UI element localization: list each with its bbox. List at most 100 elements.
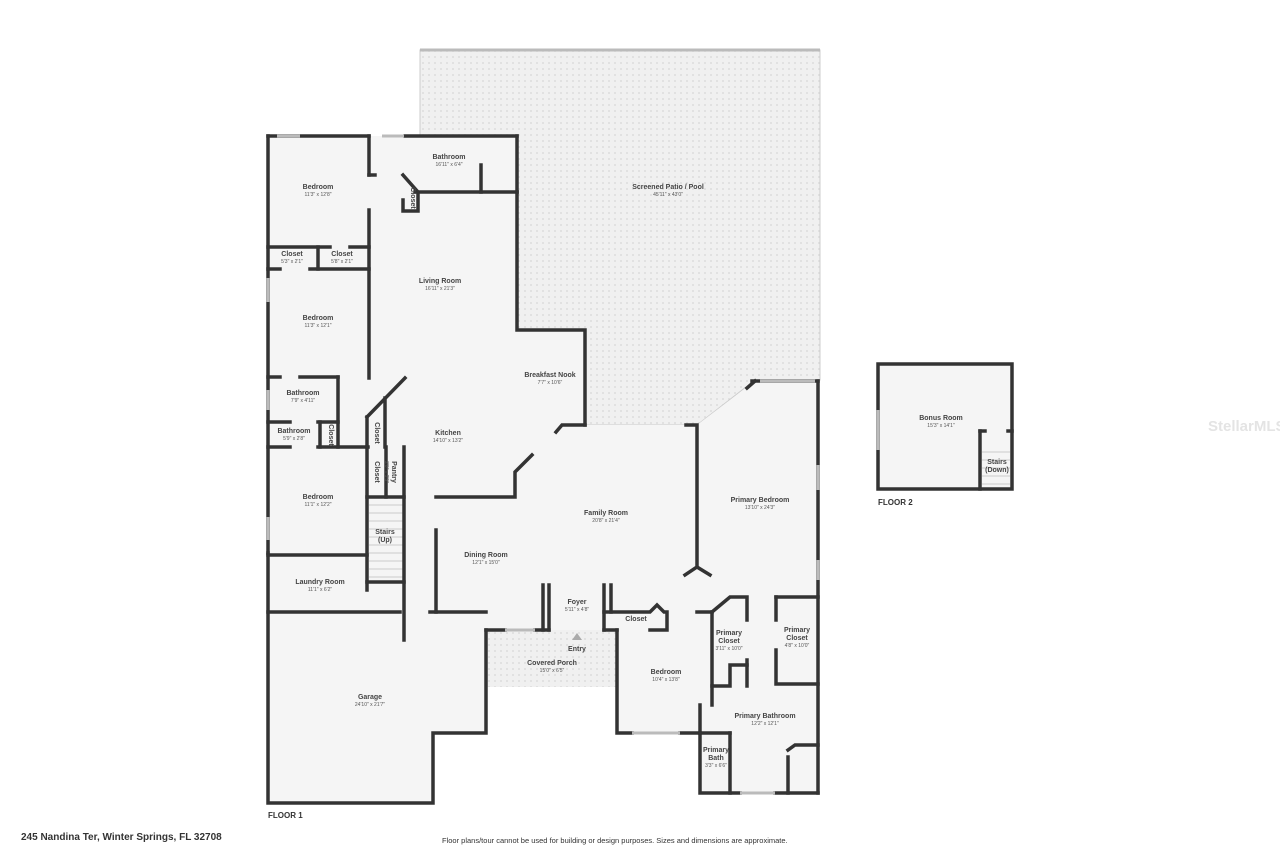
room-label: Stairs(Up) <box>375 529 395 544</box>
room-dimensions: 4'8" x 10'0" <box>785 643 810 649</box>
room-dimensions: 16'11" x 21'3" <box>425 286 455 292</box>
wall <box>400 172 420 213</box>
room-dimensions: 3'11" x 10'0" <box>715 646 742 652</box>
wall <box>553 423 587 435</box>
room-dimensions: 12'2" x 12'1" <box>751 721 779 727</box>
room-dimensions: 11'1" x 12'2" <box>304 502 331 508</box>
wall <box>694 564 713 578</box>
room-name: Closet <box>331 251 353 258</box>
room-dimensions: 10'4" x 13'8" <box>652 677 680 683</box>
room-label: Stairs(Down) <box>985 459 1009 474</box>
room-name: Bathroom <box>277 428 310 435</box>
room-dimensions: 3'3" x 6'6" <box>705 763 727 769</box>
wall <box>678 731 742 795</box>
room-dimensions: 11'1" x 6'2" <box>308 587 332 593</box>
room-dimensions: 15'3" x 14'1" <box>927 423 955 429</box>
covered-porch-floor <box>486 630 617 687</box>
room-name: Primary Bathroom <box>734 713 795 720</box>
room-dimensions: 13'10" x 24'3" <box>745 505 775 511</box>
room-name: Closet <box>373 461 380 483</box>
room-name: Stairs(Down) <box>985 459 1009 474</box>
floor-1-label: FLOOR 1 <box>268 811 303 820</box>
wall <box>266 551 488 805</box>
room-label: Closet <box>327 424 334 446</box>
room-dimensions: 5'11" x 4'8" <box>565 607 589 613</box>
room-dimensions: 24'10" x 21'7" <box>355 702 385 708</box>
room-name: Foyer <box>567 599 586 606</box>
room-name: Breakfast Nook <box>524 372 575 379</box>
room-name: Closet <box>409 187 416 209</box>
floor-2-label: FLOOR 2 <box>878 498 913 507</box>
room-dimensions: 20'8" x 21'4" <box>592 518 620 524</box>
room-name: Kitchen <box>435 430 461 437</box>
room-name: Closet <box>373 422 380 444</box>
room-name: Entry <box>568 646 586 653</box>
room-name: Closet <box>281 251 303 258</box>
room-dimensions: 5'9" x 2'8" <box>283 436 305 442</box>
room-dimensions: 16'11" x 6'4" <box>435 162 462 168</box>
room-label: Closet <box>373 461 380 483</box>
room-name: Bedroom <box>303 184 334 191</box>
property-address: 245 Nandina Ter, Winter Springs, FL 3270… <box>21 832 222 843</box>
room-dimensions: 15'0" x 6'5" <box>540 668 565 674</box>
room-name: Family Room <box>584 510 628 517</box>
room-name: Bedroom <box>303 315 334 322</box>
room-dimensions: 14'10" x 13'2" <box>433 438 463 444</box>
room-label: Closet <box>625 616 647 623</box>
wall <box>602 602 669 632</box>
watermark-logo: StellarMLS <box>1208 418 1280 435</box>
room-name: Covered Porch <box>527 660 577 667</box>
room-dimensions: 5'8" x 2'1" <box>331 259 353 265</box>
wall <box>515 190 587 427</box>
room-name: Living Room <box>419 278 461 285</box>
room-name: Bedroom <box>651 669 682 676</box>
disclaimer: Floor plans/tour cannot be used for buil… <box>442 836 788 845</box>
entry-arrow-icon <box>572 633 582 640</box>
room-label: Entry <box>568 646 586 653</box>
wall <box>709 595 749 622</box>
room-dimensions: 45'11" x 43'0" <box>653 192 683 198</box>
room-name: Bathroom <box>286 390 319 397</box>
room-name: Closet <box>327 424 334 446</box>
wall <box>434 452 535 499</box>
room-name: Laundry Room <box>295 579 344 586</box>
wall <box>615 628 634 735</box>
room-name: Bedroom <box>303 494 334 501</box>
room-dimensions: 7'7" x 10'6" <box>538 380 563 386</box>
room-name: Bonus Room <box>919 415 963 422</box>
wall <box>744 378 758 391</box>
room-dimensions: 2'0" x 3'5" <box>383 461 389 483</box>
room-name: Primary Bedroom <box>731 497 790 504</box>
room-dimensions: 12'1" x 15'0" <box>472 560 500 566</box>
wall <box>785 743 820 753</box>
room-dimensions: 11'3" x 12'8" <box>304 192 331 198</box>
